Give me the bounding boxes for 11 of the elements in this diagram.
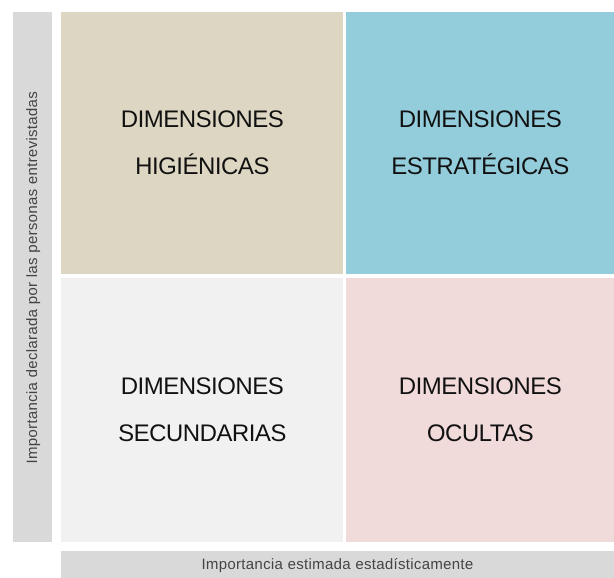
quadrant-label: DIMENSIONES ESTRATÉGICAS	[391, 105, 569, 182]
axis-band	[61, 551, 614, 578]
quadrant-panel	[346, 12, 614, 274]
quadrant-panel	[346, 278, 614, 542]
quadrant-panel	[61, 12, 343, 274]
quadrant-label: DIMENSIONES OCULTAS	[398, 372, 562, 449]
quadrant-label: DIMENSIONES SECUNDARIAS	[118, 372, 286, 449]
axis-band	[13, 12, 52, 542]
axis-label: Importancia estimada estadísticamente	[201, 556, 474, 573]
quadrant-label: DIMENSIONES HIGIÉNICAS	[120, 105, 284, 182]
axis-label: Importancia declarada por las personas entrevistadas	[24, 90, 41, 464]
